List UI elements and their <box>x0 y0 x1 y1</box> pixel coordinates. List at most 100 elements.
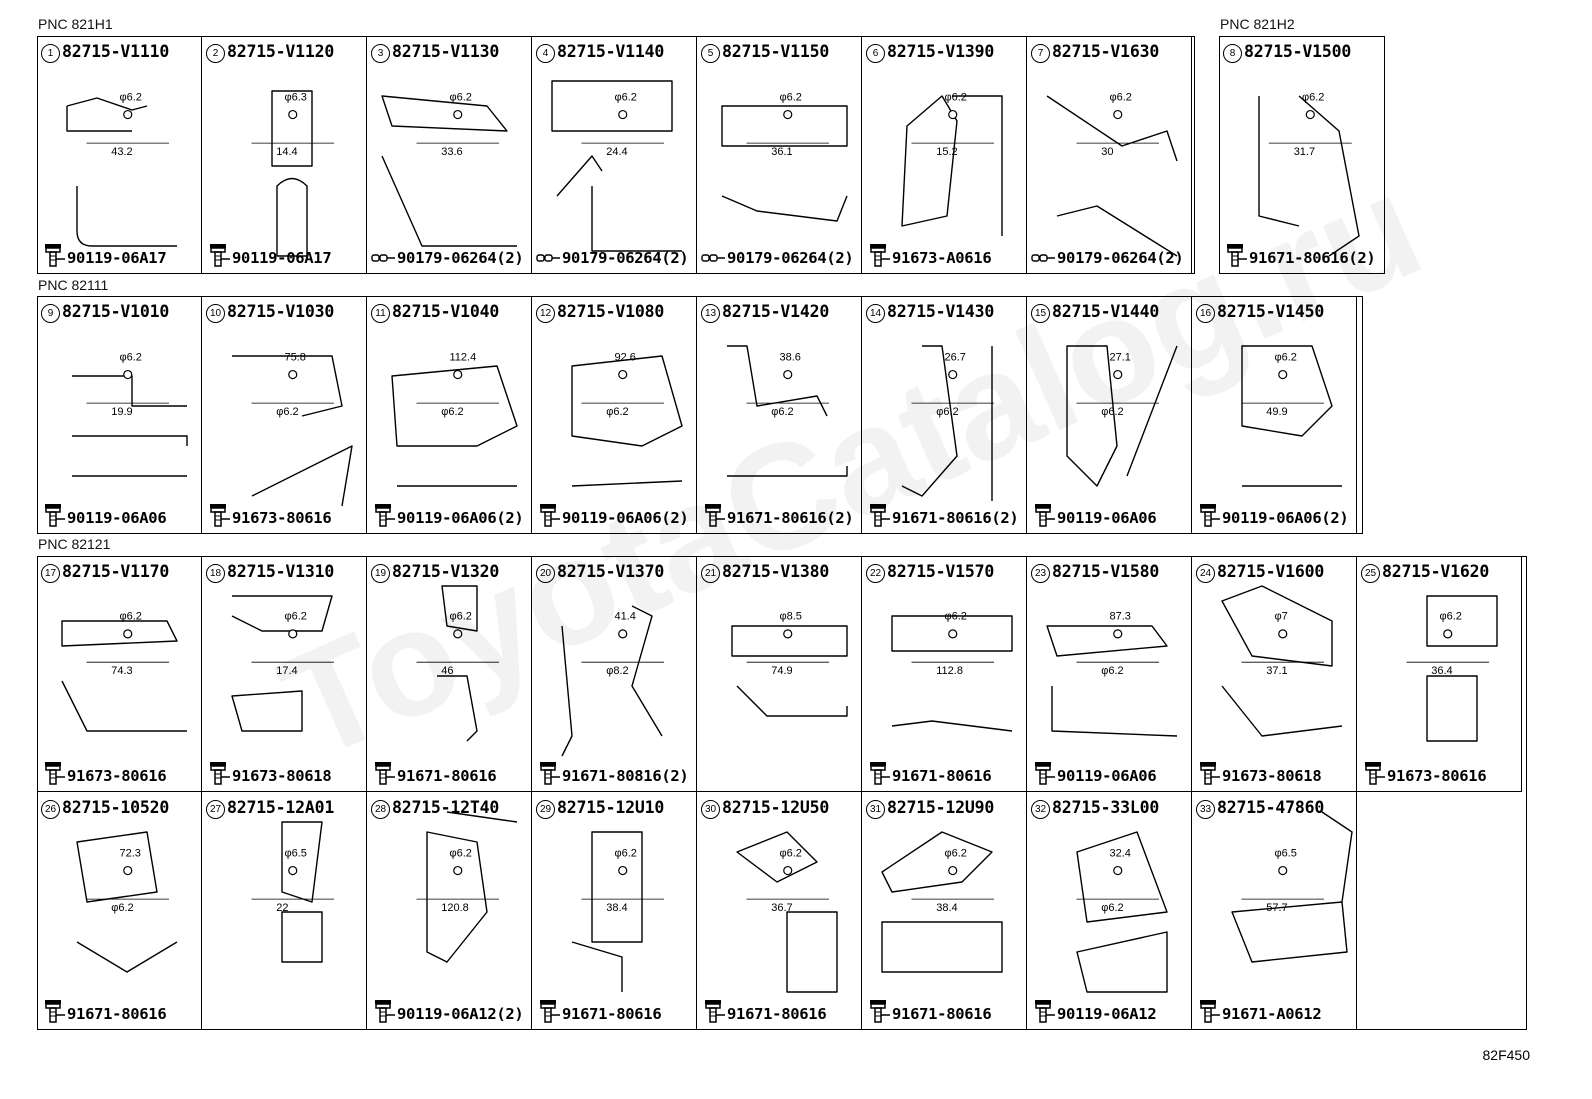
part-number[interactable]: 82715-12U10 <box>557 798 665 817</box>
part-number[interactable]: 82715-V1040 <box>392 302 500 321</box>
fastener-part-number[interactable]: 91671-80616 <box>397 767 497 785</box>
fastener-part-number[interactable]: 91673-80616 <box>232 509 332 527</box>
part-number[interactable]: 82715-33L00 <box>1052 798 1160 817</box>
fastener-part-number[interactable]: 90119-06A06 <box>67 509 167 527</box>
part-number[interactable]: 82715-V1390 <box>887 42 995 61</box>
fastener-part-number[interactable]: 91671-80616 <box>67 1005 167 1023</box>
fastener-part-number[interactable]: 90119-06A06(2) <box>1222 509 1349 527</box>
part-number[interactable]: 82715-V1150 <box>722 42 830 61</box>
part-number[interactable]: 82715-V1030 <box>227 302 335 321</box>
part-number[interactable]: 82715-V1110 <box>62 42 170 61</box>
fastener-part-number[interactable]: 91671-80616 <box>727 1005 827 1023</box>
fastener-part-number[interactable]: 91671-80816(2) <box>562 767 689 785</box>
part-number[interactable]: 82715-V1580 <box>1052 562 1160 581</box>
fastener-part-number[interactable]: 90119-06A06 <box>1057 767 1157 785</box>
fastener-part-number[interactable]: 90119-06A06(2) <box>562 509 689 527</box>
fastener-part-number[interactable]: 90119-06A12 <box>1057 1005 1157 1023</box>
part-number[interactable]: 82715-V1140 <box>557 42 665 61</box>
part-number[interactable]: 82715-12A01 <box>227 798 335 817</box>
fastener-part-number[interactable]: 91671-A0612 <box>1222 1005 1322 1023</box>
fastener-part-number[interactable]: 91671-80616 <box>892 1005 992 1023</box>
fastener-part-number[interactable]: 91671-80616(2) <box>1249 249 1376 267</box>
fastener-part-number[interactable]: 91673-80618 <box>1222 767 1322 785</box>
fastener-part-number[interactable]: 90119-06A06 <box>1057 509 1157 527</box>
part-number[interactable]: 82715-V1440 <box>1052 302 1160 321</box>
part-number[interactable]: 82715-V1080 <box>557 302 665 321</box>
part-number[interactable]: 82715-12U50 <box>722 798 830 817</box>
part-number[interactable]: 82715-12T40 <box>392 798 500 817</box>
fastener-part-number[interactable]: 91671-80616 <box>892 767 992 785</box>
fastener-part-number[interactable]: 90179-06264(2) <box>397 249 524 267</box>
part-number[interactable]: 82715-V1600 <box>1217 562 1325 581</box>
fastener-part-number[interactable]: 91673-80616 <box>67 767 167 785</box>
part-number[interactable]: 82715-V1120 <box>227 42 335 61</box>
part-number[interactable]: 82715-V1630 <box>1052 42 1160 61</box>
fastener-part-number[interactable]: 91671-80616(2) <box>892 509 1019 527</box>
part-number[interactable]: 82715-V1370 <box>557 562 665 581</box>
part-number[interactable]: 82715-V1310 <box>227 562 335 581</box>
part-number[interactable]: 82715-V1320 <box>392 562 500 581</box>
fastener-part-number[interactable]: 90179-06264(2) <box>727 249 854 267</box>
fastener-part-number[interactable]: 91673-80616 <box>1387 767 1487 785</box>
fastener-part-number[interactable]: 90119-06A06(2) <box>397 509 524 527</box>
part-number[interactable]: 82715-V1570 <box>887 562 995 581</box>
callout-number: 4 <box>536 44 555 63</box>
hex-bolt-icon <box>1227 244 1247 267</box>
fastener-part-number[interactable]: 90119-06A17 <box>232 249 332 267</box>
part-number[interactable]: 82715-V1500 <box>1244 42 1352 61</box>
part-number[interactable]: 82715-47860 <box>1217 798 1325 817</box>
fastener-part-number[interactable]: 90119-06A12(2) <box>397 1005 524 1023</box>
fastener-part-number[interactable]: 91671-80616 <box>562 1005 662 1023</box>
part-number[interactable]: 82715-V1430 <box>887 302 995 321</box>
fastener-part-number[interactable]: 91673-A0616 <box>892 249 992 267</box>
part-number[interactable]: 82715-V1620 <box>1382 562 1490 581</box>
fastener-part-number[interactable]: 91671-80616(2) <box>727 509 854 527</box>
hex-bolt-icon <box>705 504 725 527</box>
part-number[interactable]: 82715-V1010 <box>62 302 170 321</box>
part-number[interactable]: 82715-V1380 <box>722 562 830 581</box>
fastener-part-number[interactable]: 91673-80618 <box>232 767 332 785</box>
part-number[interactable]: 82715-V1420 <box>722 302 830 321</box>
part-number[interactable]: 82715-V1450 <box>1217 302 1325 321</box>
part-number[interactable]: 82715-10520 <box>62 798 170 817</box>
fastener-part-number[interactable]: 90179-06264(2) <box>1057 249 1184 267</box>
part-number[interactable]: 82715-V1130 <box>392 42 500 61</box>
part-number[interactable]: 82715-V1170 <box>62 562 170 581</box>
fastener-part-number[interactable]: 90119-06A17 <box>67 249 167 267</box>
part-number[interactable]: 82715-12U90 <box>887 798 995 817</box>
fastener-part-number[interactable]: 90179-06264(2) <box>562 249 689 267</box>
